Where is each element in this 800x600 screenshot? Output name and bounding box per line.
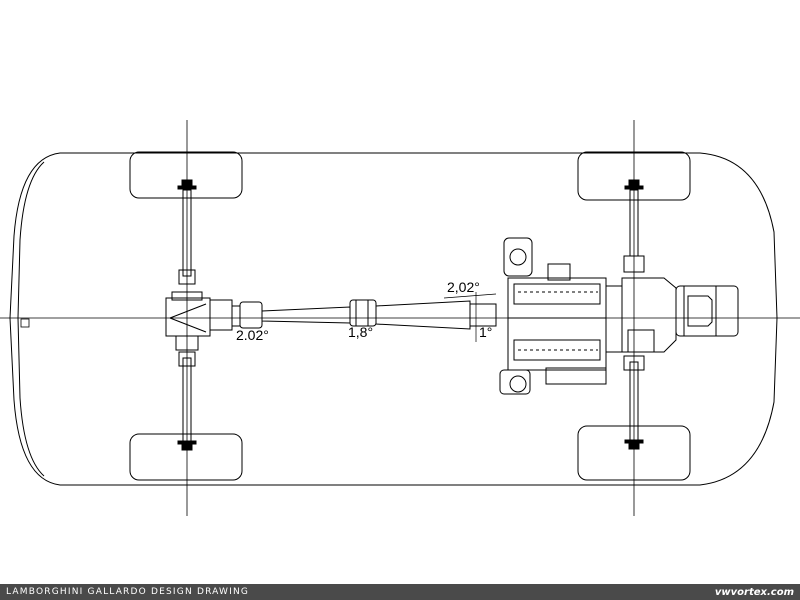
wheel-front-left (577, 151, 691, 201)
angle-label-center-shaft: 1,8° (348, 324, 373, 340)
angle-label-engine-output: 2,02° (447, 279, 480, 295)
angle-label-engine-tilt: 1° (479, 324, 492, 340)
wheel-rear-right (129, 433, 243, 481)
wheel-front-right (577, 425, 691, 481)
propeller-shaft (261, 292, 497, 342)
footer-bar: LAMBORGHINI GALLARDO DESIGN DRAWING vwvo… (0, 584, 800, 600)
transmission (621, 277, 739, 353)
drawing-title: LAMBORGHINI GALLARDO DESIGN DRAWING (6, 587, 250, 597)
wheel-rear-left (129, 151, 243, 199)
front-half-shafts (623, 189, 645, 443)
hubs (177, 179, 644, 451)
engine (499, 237, 623, 395)
rear-marker (20, 318, 30, 328)
chassis-drawing: 2.02° 1,8° 2,02° 1° (0, 120, 800, 516)
car-body-outline (9, 152, 778, 486)
angle-label-front-diff: 2.02° (236, 327, 269, 343)
site-watermark: vwvortex.com (714, 586, 794, 598)
rear-half-shafts (178, 189, 196, 443)
